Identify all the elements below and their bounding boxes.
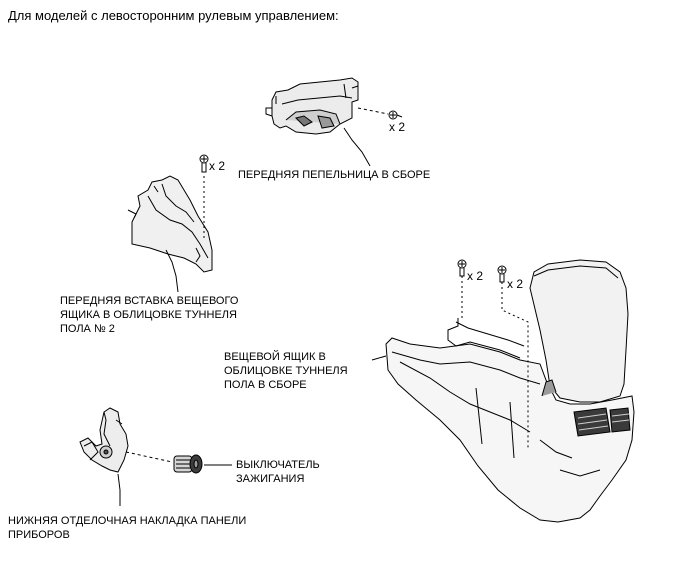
screw-icon <box>457 259 467 277</box>
console-box-label-line: ПОЛА В СБОРЕ <box>224 379 307 391</box>
page-heading: Для моделей с левосторонним рулевым упра… <box>8 8 339 23</box>
ignition-switch-label: ВЫКЛЮЧАТЕЛЬ ЗАЖИГАНИЯ <box>236 458 320 486</box>
screw-icon <box>388 110 403 120</box>
box-screw-right-qty: x 2 <box>507 277 524 291</box>
ignition-switch-label-line: ВЫКЛЮЧАТЕЛЬ <box>236 459 320 471</box>
console-box-label-line: ВЕЩЕВОЙ ЯЩИК В <box>224 351 326 363</box>
lower-panel-label-line: ПРИБОРОВ <box>8 529 70 541</box>
box-screw-left-qty: x 2 <box>467 269 484 283</box>
ignition-switch-label-line: ЗАЖИГАНИЯ <box>236 473 305 485</box>
lower-panel-part <box>79 407 129 473</box>
ignition-switch-part <box>173 454 203 474</box>
console-box-part <box>385 259 635 523</box>
ashtray-screw-qty: x 2 <box>389 120 406 134</box>
insert-label: ПЕРЕДНЯЯ ВСТАВКА ВЕЩЕВОГО ЯЩИКА В ОБЛИЦО… <box>60 294 238 336</box>
console-box-label-line: ОБЛИЦОВКЕ ТУННЕЛЯ <box>224 365 348 377</box>
lower-panel-label: НИЖНЯЯ ОТДЕЛОЧНАЯ НАКЛАДКА ПАНЕЛИ ПРИБОР… <box>8 514 246 542</box>
screw-icon <box>497 265 507 283</box>
insert-label-line: ЯЩИКА В ОБЛИЦОВКЕ ТУННЕЛЯ <box>60 309 237 321</box>
lower-panel-label-line: НИЖНЯЯ ОТДЕЛОЧНАЯ НАКЛАДКА ПАНЕЛИ <box>8 515 247 527</box>
insert-label-line: ПОЛА № 2 <box>60 323 115 335</box>
console-box-label: ВЕЩЕВОЙ ЯЩИК В ОБЛИЦОВКЕ ТУННЕЛЯ ПОЛА В … <box>224 350 348 392</box>
insert-label-line: ПЕРЕДНЯЯ ВСТАВКА ВЕЩЕВОГО <box>60 295 239 307</box>
ashtray-label: ПЕРЕДНЯЯ ПЕПЕЛЬНИЦА В СБОРЕ <box>238 169 431 181</box>
front-ashtray-part <box>265 77 359 135</box>
screw-icon <box>199 154 209 173</box>
insert-screw-qty: x 2 <box>209 159 226 173</box>
front-insert-part <box>127 175 213 273</box>
